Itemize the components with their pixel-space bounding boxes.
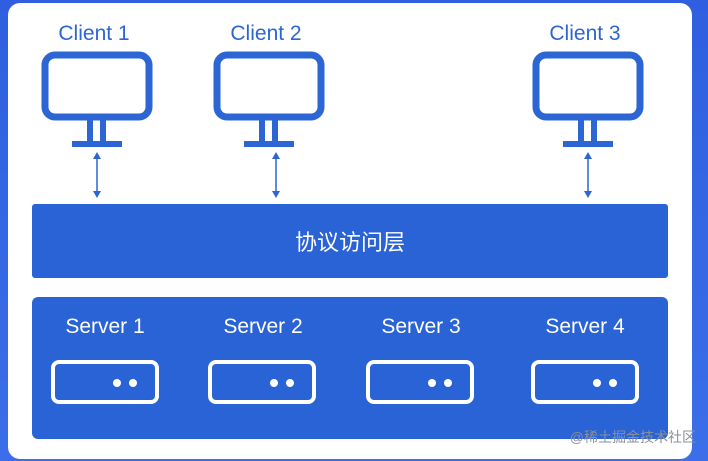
- server-1: Server 1: [32, 297, 182, 439]
- client-label: Client 3: [549, 22, 621, 45]
- server-icon: [366, 360, 474, 404]
- bidirectional-arrow-icon: [272, 152, 280, 198]
- server-icon: [51, 360, 159, 404]
- server-cluster: Server 1 Server 2 Server 3 Server 4: [32, 297, 668, 439]
- server-2: Server 2: [190, 297, 340, 439]
- server-icon: [208, 360, 316, 404]
- server-led-icon: [129, 379, 137, 387]
- server-icon: [531, 360, 639, 404]
- protocol-access-layer: 协议访问层: [32, 204, 668, 278]
- server-4: Server 4: [512, 297, 662, 439]
- server-led-icon: [428, 379, 436, 387]
- monitor-icon: [532, 51, 644, 147]
- server-label: Server 3: [381, 315, 461, 338]
- monitor-icon: [213, 51, 325, 147]
- server-label: Server 4: [545, 315, 625, 338]
- server-label: Server 1: [65, 315, 145, 338]
- server-led-icon: [609, 379, 617, 387]
- bidirectional-arrow-icon: [584, 152, 592, 198]
- server-led-icon: [593, 379, 601, 387]
- client-2: Client 2: [206, 0, 326, 190]
- server-label: Server 2: [223, 315, 303, 338]
- watermark: @稀土掘金技术社区: [569, 429, 696, 445]
- server-led-icon: [286, 379, 294, 387]
- server-led-icon: [444, 379, 452, 387]
- client-label: Client 1: [58, 22, 130, 45]
- client-3: Client 3: [525, 0, 645, 190]
- protocol-layer-label: 协议访问层: [294, 230, 405, 255]
- server-led-icon: [113, 379, 121, 387]
- server-3: Server 3: [348, 297, 498, 439]
- monitor-icon: [41, 51, 153, 147]
- client-1: Client 1: [34, 0, 154, 190]
- server-led-icon: [270, 379, 278, 387]
- client-label: Client 2: [230, 22, 302, 45]
- bidirectional-arrow-icon: [93, 152, 101, 198]
